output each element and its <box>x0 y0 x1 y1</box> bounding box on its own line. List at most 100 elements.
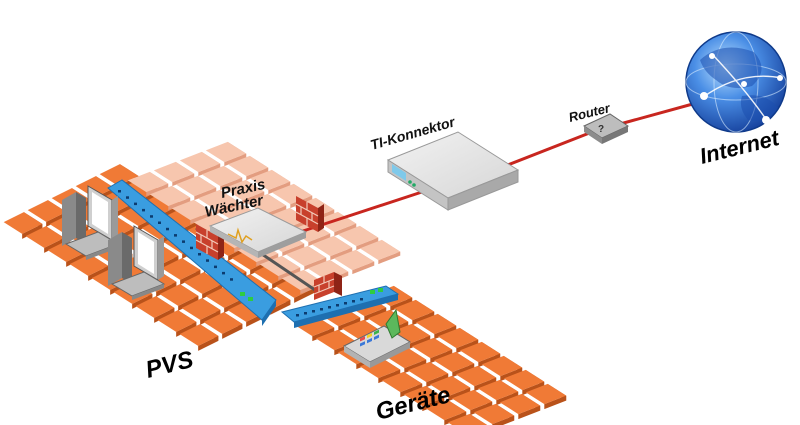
globe-icon <box>685 31 787 133</box>
tile-edge <box>176 321 197 337</box>
switch-port <box>328 306 331 309</box>
floor-tile <box>271 183 313 205</box>
floor-tile <box>227 300 267 322</box>
floor-tile <box>285 245 327 267</box>
floor-tile <box>455 365 497 387</box>
floor-tile <box>47 240 87 262</box>
tile-edge <box>270 299 291 315</box>
floor-tile <box>205 286 245 308</box>
switch-port <box>222 271 225 275</box>
tile-edge <box>168 197 191 211</box>
floor-tile <box>415 313 457 335</box>
tile-edge <box>180 269 201 285</box>
switch-port <box>344 302 347 305</box>
tile-edge <box>46 211 67 227</box>
tile-edge <box>334 223 357 237</box>
floor-tile <box>223 179 265 201</box>
tile-edge <box>132 293 153 309</box>
floor-tile <box>183 272 223 294</box>
switch-port <box>214 265 217 269</box>
tile-edge <box>44 237 65 253</box>
tile-edge <box>224 153 247 167</box>
floor-tile <box>407 361 449 383</box>
floor-tile <box>403 385 445 407</box>
tile-edge <box>172 173 195 187</box>
floor-tile <box>69 254 109 276</box>
floor-tile <box>203 312 243 334</box>
floor-tile <box>433 351 475 373</box>
floor-tile <box>333 249 375 271</box>
tile-edge <box>202 283 223 299</box>
floor-tile <box>503 369 545 391</box>
switch-port <box>360 298 363 301</box>
floor-tile <box>525 383 567 405</box>
firewall-icon <box>313 272 342 300</box>
floor-tile <box>179 151 221 173</box>
pvs-network-switch <box>107 179 277 326</box>
tile-edge <box>378 251 401 265</box>
switch-port <box>166 227 169 231</box>
tile-edge <box>154 307 175 323</box>
switch-port <box>158 221 161 224</box>
geraete-network-switch <box>280 285 400 328</box>
tile-edge <box>220 177 243 191</box>
switch-port <box>352 300 355 303</box>
floor-tile <box>181 298 221 320</box>
tile-edge <box>356 237 379 251</box>
switch-port <box>336 304 339 307</box>
connector-box-icon <box>386 131 520 211</box>
tile-edge <box>224 297 245 313</box>
floor-tile <box>197 189 239 211</box>
tile-edge <box>330 247 353 261</box>
floor-tile <box>3 212 43 234</box>
floor-tile <box>159 284 199 306</box>
switch-port <box>230 278 233 281</box>
port-led <box>240 292 245 296</box>
floor-tile <box>75 176 115 198</box>
desktop-computer-icon <box>108 225 166 300</box>
floor-tile <box>267 207 309 229</box>
tile-edge <box>156 281 177 297</box>
tile-edge <box>282 243 305 257</box>
floor-tile <box>359 239 401 261</box>
firewall-icon <box>295 196 324 232</box>
floor-tile <box>337 225 379 247</box>
tile-edge <box>194 187 217 201</box>
port-led <box>378 288 383 292</box>
svg-text:?: ? <box>598 124 604 135</box>
pvs-label: PVS <box>143 346 196 384</box>
switch-port <box>174 234 177 237</box>
floor-tile <box>437 327 479 349</box>
floor-tile <box>171 199 213 221</box>
floor-tile <box>429 375 471 397</box>
port-led <box>370 290 375 294</box>
port-led <box>248 297 253 301</box>
switch-port <box>142 208 145 212</box>
tile-edge <box>268 181 291 195</box>
firewall-icon <box>195 224 224 260</box>
floor-tile <box>205 141 247 163</box>
floor-tile <box>451 389 493 411</box>
floor-tile <box>393 299 435 321</box>
floor-tile <box>149 185 191 207</box>
tile-edge <box>190 211 213 225</box>
floor-tile <box>157 310 197 332</box>
floor-tile <box>249 169 291 191</box>
floor-tile <box>289 221 331 243</box>
floor-tile <box>161 258 201 280</box>
tile-edge <box>256 253 279 267</box>
tile-edge <box>178 295 199 311</box>
tile-edge <box>294 287 315 303</box>
tile-edge <box>22 223 43 239</box>
floor-tile <box>411 337 453 359</box>
floor-tile <box>315 211 357 233</box>
floor-tile <box>227 155 269 177</box>
switch-port <box>190 246 193 250</box>
tile-edge <box>66 251 87 267</box>
tile-edge <box>242 191 265 205</box>
tile-edge <box>200 309 221 325</box>
tile-edge <box>246 167 269 181</box>
floor-tile <box>447 413 488 425</box>
switch-port <box>304 312 307 315</box>
floor-tile <box>275 276 315 298</box>
